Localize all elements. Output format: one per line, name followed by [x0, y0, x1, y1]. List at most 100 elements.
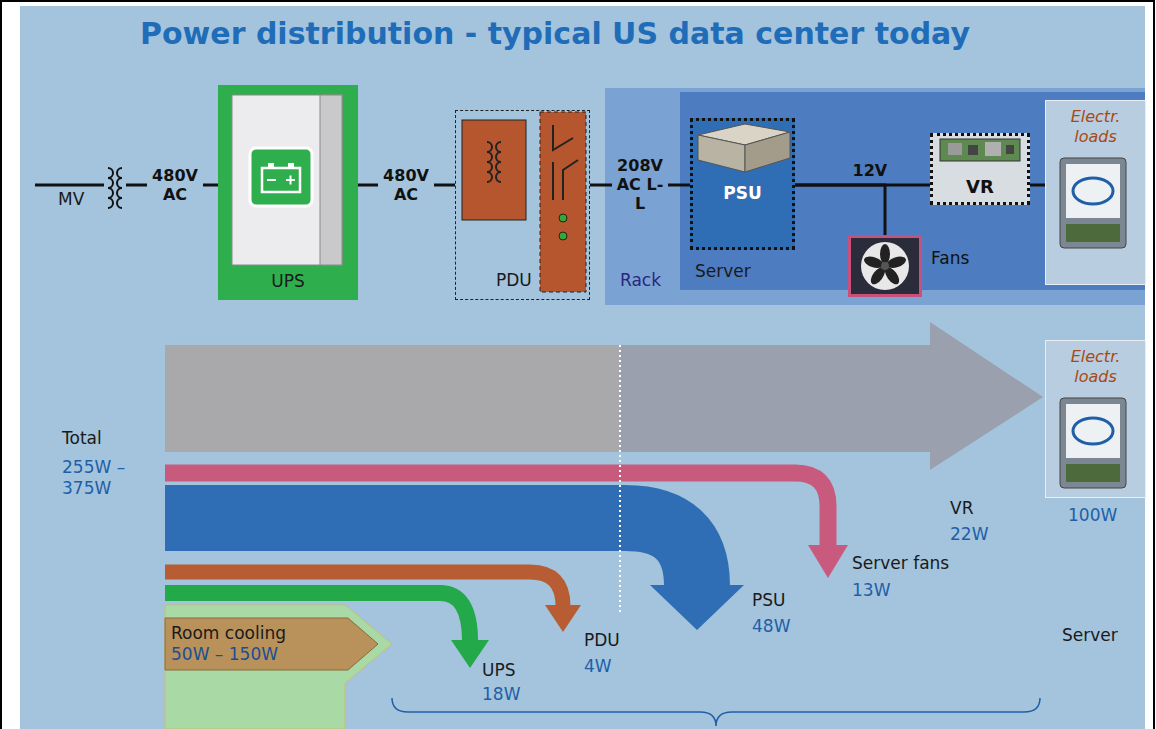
- battery-terminal: [268, 163, 274, 168]
- pdu-loss-head: [545, 605, 581, 632]
- load-box: Electr. loads: [1045, 100, 1146, 285]
- cpu-chip: [1060, 158, 1126, 248]
- battery-terminal: [288, 163, 294, 168]
- voltage-label: 480V AC: [378, 165, 434, 205]
- part-label: Server: [1062, 625, 1118, 646]
- total-power-arrow: [620, 322, 1043, 470]
- label-holder: MV: [58, 189, 84, 210]
- fan-blade: [882, 265, 902, 287]
- part-label: UPS: [482, 660, 516, 681]
- chip-strip: [1066, 224, 1120, 242]
- server-region: Server PSU Fans VR Electr. loads: [680, 92, 1145, 290]
- power-wire: [795, 185, 885, 235]
- fan-loss-head: [808, 545, 848, 578]
- power-value: 48W: [752, 616, 790, 637]
- label-holder: Total: [62, 428, 102, 449]
- node-label: UPS: [271, 271, 305, 292]
- chip-package: [1060, 398, 1126, 488]
- rack-boundary-line: [619, 345, 621, 615]
- rack-region: Rack Server PSU Fans VR Electr. loads: [605, 88, 1145, 305]
- label-holder: 480V AC: [147, 165, 203, 205]
- pdu-transformer: [462, 120, 526, 220]
- wire-label-holder: 480V AC: [378, 165, 434, 205]
- part-label: 480V AC: [147, 165, 203, 205]
- indicator-light: [559, 214, 567, 222]
- node-label: PSU: [723, 183, 762, 204]
- psu-box: PSU: [690, 118, 795, 250]
- power-value: 4W: [584, 656, 612, 677]
- vr-box: VR: [930, 133, 1030, 205]
- node-label: PDU: [496, 270, 532, 291]
- label-holder: 100W: [1068, 505, 1117, 526]
- label-holder: 18W: [482, 684, 520, 705]
- psu-loss-band: [165, 518, 697, 586]
- part-label: Total: [62, 428, 102, 449]
- cooling-arrow: Room cooling50W – 150W: [165, 618, 378, 670]
- label-holder: VR: [950, 498, 973, 519]
- mv-wire: [35, 184, 104, 187]
- fan-icon: [861, 242, 909, 290]
- label-holder: 13W: [852, 580, 890, 601]
- pdu-loss-band: [165, 572, 563, 606]
- label-holder: PDU: [584, 630, 620, 651]
- pdu-box: PDU: [455, 110, 590, 300]
- label-holder: UPS: [482, 660, 516, 681]
- power-wire: [1030, 184, 1045, 187]
- transformer-coil: [117, 168, 122, 208]
- pdu-breaker-panel: [540, 112, 586, 292]
- voltage-label: 12V: [851, 160, 890, 181]
- psu-picture: [698, 135, 745, 172]
- node-label: VR: [966, 176, 994, 199]
- part-label: Server fans: [852, 553, 949, 574]
- load-box: Electr. loads: [1045, 340, 1146, 498]
- fan-blade: [885, 254, 907, 270]
- node-value: 50W – 150W: [171, 644, 278, 665]
- power-value: 255W – 375W: [62, 457, 136, 500]
- part-label: MV: [58, 189, 84, 210]
- label-holder: Server: [1062, 625, 1118, 646]
- wire-label-holder: 12V: [851, 160, 890, 181]
- voltage-label: 208V AC L-L: [612, 155, 668, 215]
- ups-cabinet: [232, 95, 342, 265]
- total-power-arrow: [165, 345, 620, 452]
- node-label: Electr. loads: [1048, 107, 1143, 147]
- power-value: 18W: [482, 684, 520, 705]
- power-value: 22W: [950, 524, 988, 545]
- fan-box: Fans: [848, 235, 922, 297]
- transformer-coil: [496, 142, 501, 182]
- battery-badge: [250, 148, 312, 206]
- vr-component: [948, 143, 962, 155]
- breaker-symbol: [553, 125, 578, 200]
- chip-package: [1060, 158, 1126, 248]
- vr-board: [940, 139, 1020, 161]
- ups-cabinet-side: [320, 95, 342, 265]
- ups-box: UPS: [218, 85, 358, 300]
- label-holder: 255W – 375W: [62, 457, 136, 500]
- fan-blade: [880, 244, 890, 264]
- cooling-region: [165, 605, 392, 729]
- label-holder: 48W: [752, 616, 790, 637]
- psu-picture: [698, 124, 790, 145]
- part-label: VR: [950, 498, 973, 519]
- node-label: Electr. loads: [1048, 347, 1143, 387]
- power-value: 13W: [852, 580, 890, 601]
- node-label: Server: [695, 261, 751, 282]
- battery-icon: [262, 168, 300, 192]
- node-label: Fans: [931, 248, 969, 269]
- fan-loss-band: [165, 473, 828, 546]
- node-label: Room cooling: [171, 623, 286, 644]
- label-holder: PSU: [752, 590, 786, 611]
- slide-panel: [20, 6, 1145, 729]
- fan-blade: [868, 265, 888, 287]
- vr-component: [985, 142, 1001, 156]
- battery-signs: [267, 176, 295, 185]
- psu-loss-head: [650, 585, 744, 630]
- vr-component: [968, 145, 978, 155]
- node-label: Rack: [620, 270, 661, 291]
- label-holder: Server fans: [852, 553, 949, 574]
